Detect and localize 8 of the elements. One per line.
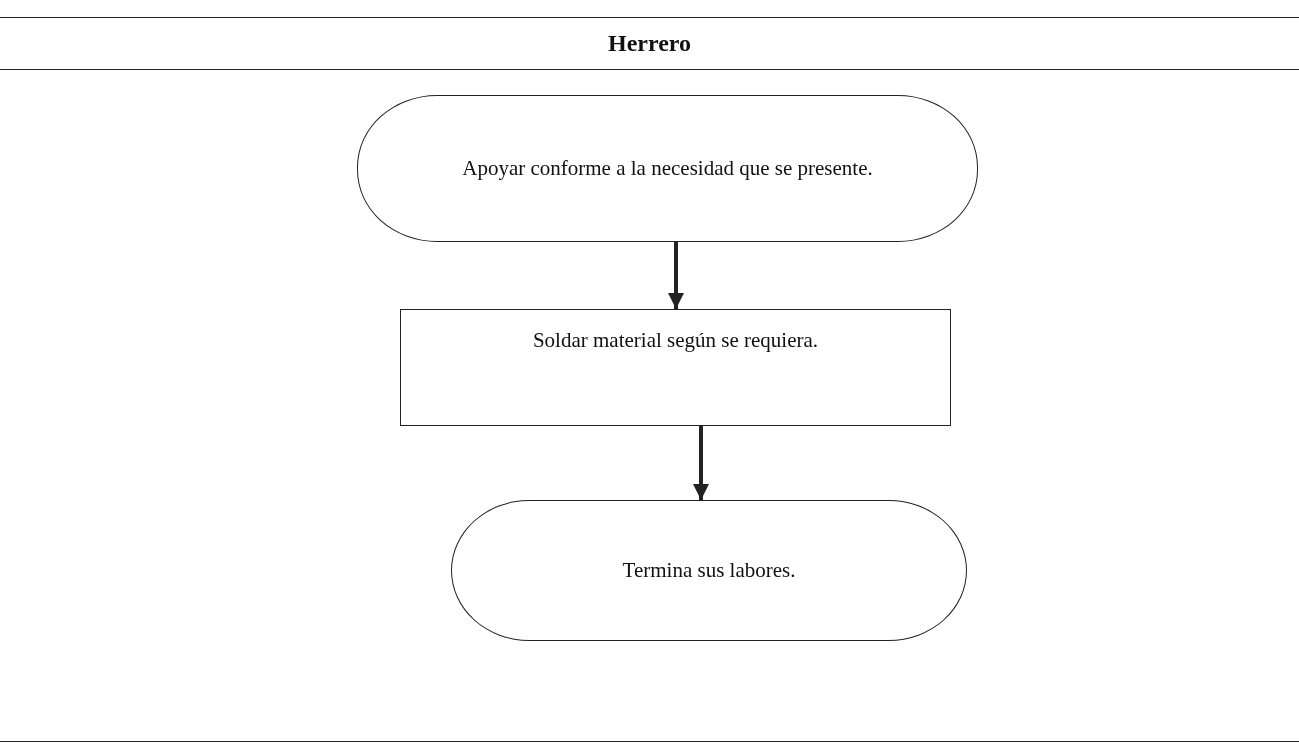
step-text: Termina sus labores. — [622, 557, 796, 585]
step-text: Apoyar conforme a la necesidad que se presente. — [462, 155, 873, 183]
process-box — [400, 309, 951, 426]
arrow — [693, 426, 709, 500]
step-text: Soldar material según se requiera. — [531, 327, 820, 354]
swimlane-panel — [0, 17, 1299, 742]
lane-title: Herrero — [607, 30, 692, 57]
arrow — [668, 242, 684, 309]
